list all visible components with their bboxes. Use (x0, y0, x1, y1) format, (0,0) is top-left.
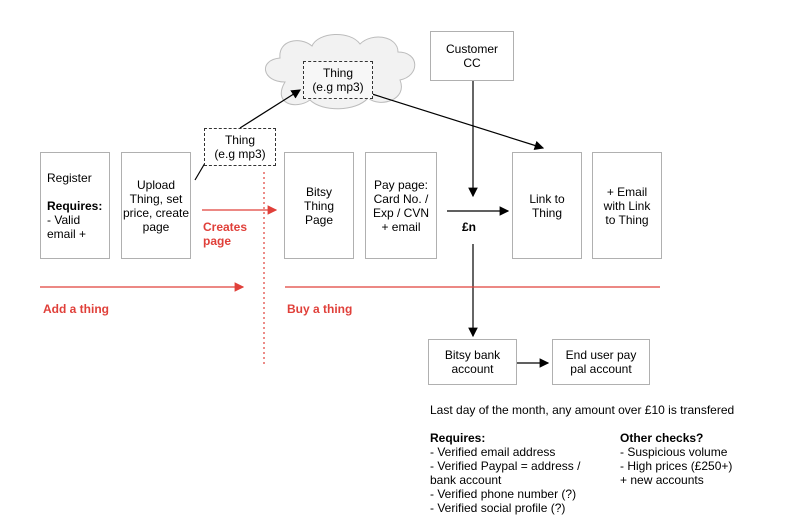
paypal-account-text: End user pay pal account (565, 348, 637, 376)
upload-box: Upload Thing, set price, create page (121, 152, 191, 259)
register-box: Register Requires: - Valid email + (40, 152, 110, 259)
other-checks-item: + new accounts (620, 473, 704, 487)
register-requires-label: Requires: (47, 199, 103, 213)
paypal-account-box: End user pay pal account (552, 339, 650, 385)
arrow-thing-to-cloud (239, 89, 302, 129)
arrow-upload-to-thing (194, 162, 206, 181)
thing-cloud-box: Thing (e.g mp3) (303, 61, 373, 99)
email-link-text: + Email with Link to Thing (603, 184, 651, 227)
requires-section: Requires: - Verified email address - Ver… (430, 431, 600, 515)
requires-item: - Verified phone number (?) (430, 487, 577, 501)
requires-heading: Requires: (430, 431, 486, 445)
link-to-thing-text: Link to Thing (529, 191, 565, 220)
arrow-cloud-to-link (371, 93, 545, 151)
requires-item: - Verified social profile (?) (430, 501, 566, 515)
other-checks-item: - High prices (£250+) (620, 459, 733, 473)
thing-small-text: Thing (e.g mp3) (214, 133, 266, 161)
currency-label: £n (462, 220, 477, 234)
email-link-box: + Email with Link to Thing (592, 152, 662, 259)
register-title: Register (47, 171, 92, 185)
creates-page-label: Creates page (203, 220, 248, 248)
thing-cloud-text: Thing (e.g mp3) (312, 66, 364, 94)
other-checks-section: Other checks? - Suspicious volume - High… (620, 431, 780, 487)
bitsy-bank-text: Bitsy bank account (444, 348, 501, 376)
pay-page-text: Pay page: Card No. / Exp / CVN + email (372, 177, 429, 234)
customer-cc-box: Customer CC (430, 31, 514, 81)
transfer-note: Last day of the month, any amount over £… (430, 403, 735, 417)
register-requires-text: - Valid email + (47, 213, 87, 241)
requires-item: - Verified Paypal = address / bank accou… (430, 459, 581, 487)
customer-cc-text: Customer CC (445, 42, 498, 70)
other-checks-item: - Suspicious volume (620, 445, 728, 459)
pay-page-box: Pay page: Card No. / Exp / CVN + email (365, 152, 437, 259)
bitsy-bank-box: Bitsy bank account (428, 339, 517, 385)
buy-thing-label: Buy a thing (287, 302, 353, 316)
add-thing-label: Add a thing (43, 302, 109, 316)
link-to-thing-box: Link to Thing (512, 152, 582, 259)
other-checks-heading: Other checks? (620, 431, 704, 445)
upload-text: Upload Thing, set price, create page (122, 177, 190, 234)
bitsy-thing-page-text: Bitsy Thing Page (303, 184, 335, 227)
bitsy-thing-page-box: Bitsy Thing Page (284, 152, 354, 259)
requires-item: - Verified email address (430, 445, 556, 459)
thing-small-box: Thing (e.g mp3) (204, 128, 276, 166)
